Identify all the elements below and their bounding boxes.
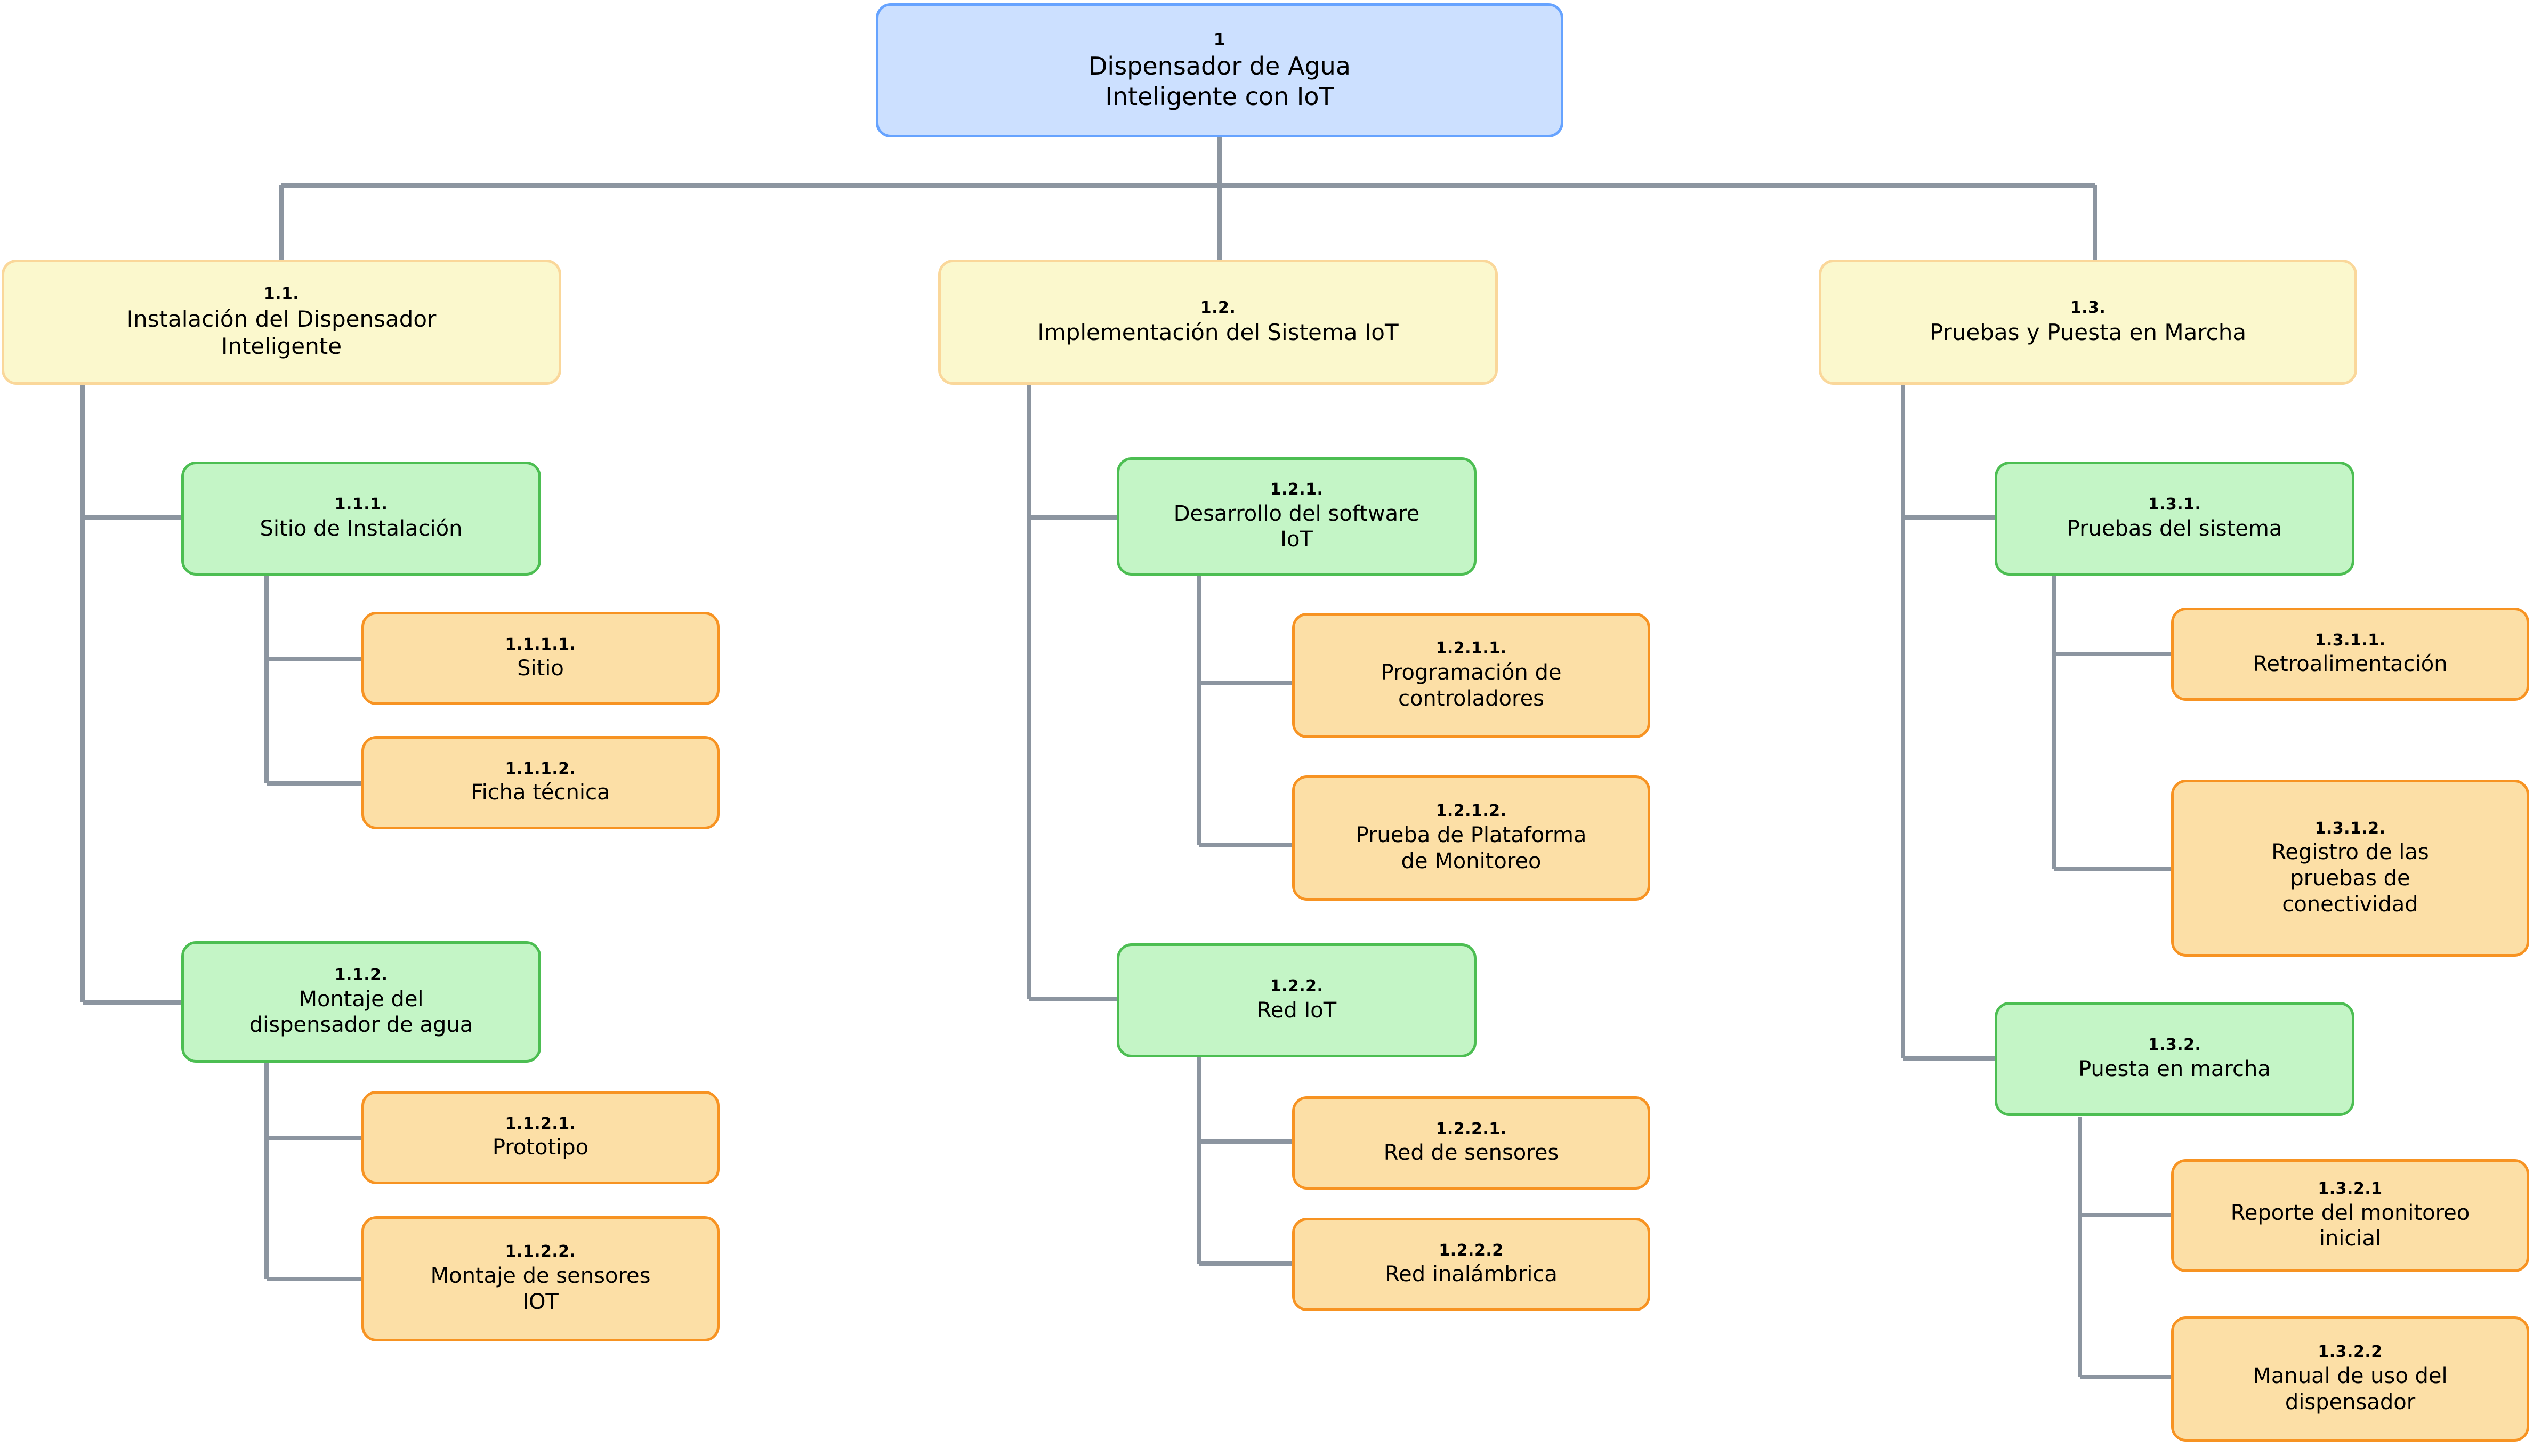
- wbs-code: 1: [1213, 29, 1226, 50]
- wbs-node-1-3-2-1[interactable]: 1.3.2.1 Reporte del monitoreo inicial: [2171, 1159, 2529, 1272]
- wbs-title: Sitio: [517, 656, 564, 681]
- wbs-node-1-3-1[interactable]: 1.3.1. Pruebas del sistema: [1995, 462, 2354, 576]
- wbs-node-1-3-2[interactable]: 1.3.2. Puesta en marcha: [1995, 1002, 2354, 1116]
- wbs-code: 1.3.: [2070, 298, 2106, 317]
- wbs-title: Sitio de Instalación: [260, 516, 463, 541]
- wbs-node-1-2-2[interactable]: 1.2.2. Red IoT: [1117, 943, 1477, 1057]
- wbs-code: 1.3.2.1: [2318, 1179, 2383, 1198]
- wbs-code: 1.3.1.1.: [2314, 630, 2386, 650]
- wbs-code: 1.2.: [1200, 298, 1236, 317]
- wbs-node-1-1-1-2[interactable]: 1.1.1.2. Ficha técnica: [361, 736, 720, 829]
- wbs-title: Montaje de sensores IOT: [430, 1264, 651, 1314]
- wbs-code: 1.2.1.: [1270, 480, 1324, 499]
- wbs-node-1-1-1-1[interactable]: 1.1.1.1. Sitio: [361, 612, 720, 705]
- wbs-title: Desarrollo del software IoT: [1173, 501, 1420, 552]
- wbs-title: Red inalámbrica: [1385, 1262, 1558, 1287]
- wbs-node-1-1-1[interactable]: 1.1.1. Sitio de Instalación: [181, 462, 541, 576]
- wbs-code: 1.3.1.2.: [2314, 819, 2386, 838]
- wbs-title: Red de sensores: [1383, 1140, 1559, 1166]
- wbs-title: Dispensador de Agua Inteligente con IoT: [1088, 52, 1351, 111]
- wbs-node-1-1-2[interactable]: 1.1.2. Montaje del dispensador de agua: [181, 941, 541, 1063]
- wbs-code: 1.1.1.: [334, 495, 388, 514]
- wbs-title: Manual de uso del dispensador: [2253, 1364, 2448, 1414]
- wbs-code: 1.3.2.: [2148, 1036, 2201, 1055]
- wbs-node-1-2-1-2[interactable]: 1.2.1.2. Prueba de Plataforma de Monitor…: [1292, 775, 1650, 901]
- wbs-node-1[interactable]: 1 Dispensador de Agua Inteligente con Io…: [876, 3, 1563, 137]
- wbs-node-1-2-1-1[interactable]: 1.2.1.1. Programación de controladores: [1292, 613, 1650, 738]
- wbs-title: Ficha técnica: [471, 780, 610, 805]
- wbs-code: 1.1.1.2.: [505, 759, 576, 778]
- wbs-code: 1.3.1.: [2148, 495, 2201, 514]
- wbs-title: Registro de las pruebas de conectividad: [2271, 840, 2429, 917]
- wbs-title: Prototipo: [492, 1135, 589, 1160]
- wbs-code: 1.1.2.: [334, 965, 388, 984]
- wbs-title: Programación de controladores: [1381, 660, 1562, 711]
- wbs-title: Implementación del Sistema IoT: [1037, 319, 1399, 346]
- wbs-title: Retroalimentación: [2253, 652, 2448, 677]
- wbs-title: Puesta en marcha: [2078, 1056, 2271, 1081]
- wbs-code: 1.2.1.2.: [1435, 802, 1507, 821]
- wbs-code: 1.3.2.2: [2318, 1342, 2383, 1362]
- wbs-code: 1.1.2.1.: [505, 1114, 576, 1133]
- wbs-node-1-1[interactable]: 1.1. Instalación del Dispensador Intelig…: [2, 260, 561, 385]
- wbs-title: Reporte del monitoreo inicial: [2230, 1200, 2470, 1251]
- wbs-node-1-2-1[interactable]: 1.2.1. Desarrollo del software IoT: [1117, 457, 1477, 576]
- wbs-code: 1.2.1.1.: [1435, 639, 1507, 658]
- wbs-title: Prueba de Plataforma de Monitoreo: [1356, 823, 1587, 873]
- wbs-node-1-3-1-2[interactable]: 1.3.1.2. Registro de las pruebas de cone…: [2171, 780, 2529, 957]
- wbs-node-1-1-2-2[interactable]: 1.1.2.2. Montaje de sensores IOT: [361, 1216, 720, 1341]
- wbs-node-1-2-2-1[interactable]: 1.2.2.1. Red de sensores: [1292, 1096, 1650, 1190]
- wbs-code: 1.1.1.1.: [505, 635, 576, 654]
- wbs-code: 1.2.2.2: [1439, 1241, 1504, 1260]
- wbs-node-1-3-2-2[interactable]: 1.3.2.2 Manual de uso del dispensador: [2171, 1316, 2529, 1442]
- wbs-node-1-3[interactable]: 1.3. Pruebas y Puesta en Marcha: [1819, 260, 2357, 385]
- wbs-title: Montaje del dispensador de agua: [249, 986, 473, 1038]
- wbs-node-1-2[interactable]: 1.2. Implementación del Sistema IoT: [938, 260, 1498, 385]
- wbs-node-1-1-2-1[interactable]: 1.1.2.1. Prototipo: [361, 1091, 720, 1184]
- wbs-code: 1.2.2.: [1270, 977, 1324, 996]
- wbs-node-1-3-1-1[interactable]: 1.3.1.1. Retroalimentación: [2171, 608, 2529, 701]
- wbs-title: Pruebas y Puesta en Marcha: [1929, 319, 2247, 346]
- wbs-node-1-2-2-2[interactable]: 1.2.2.2 Red inalámbrica: [1292, 1218, 1650, 1311]
- wbs-code: 1.1.: [263, 284, 300, 303]
- wbs-code: 1.2.2.1.: [1435, 1119, 1507, 1138]
- wbs-code: 1.1.2.2.: [505, 1242, 576, 1261]
- wbs-title: Red IoT: [1256, 998, 1337, 1023]
- wbs-title: Pruebas del sistema: [2067, 516, 2282, 541]
- wbs-title: Instalación del Dispensador Inteligente: [126, 305, 437, 359]
